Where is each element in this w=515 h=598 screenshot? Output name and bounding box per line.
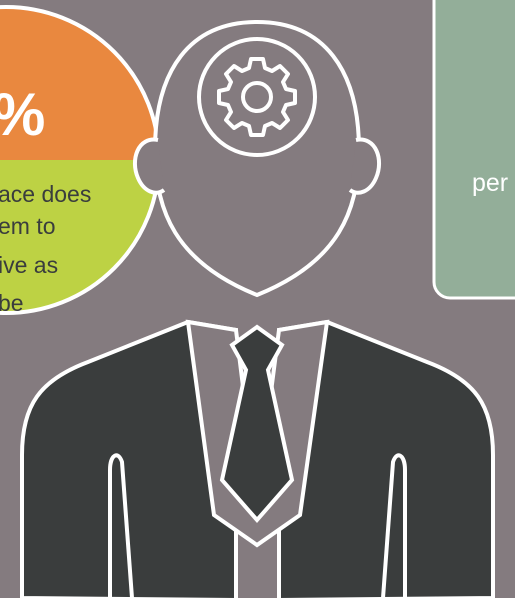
- left-ear: [132, 137, 166, 195]
- suit-left: [20, 319, 238, 598]
- stat-caption-line-1: ace does: [0, 181, 91, 207]
- stat-caption-line-4: be: [0, 290, 24, 316]
- right-ear: [348, 137, 382, 195]
- stat-caption-line-2: em to: [0, 213, 56, 239]
- gear-icon: [197, 37, 317, 157]
- info-card-panel: [432, 0, 515, 300]
- person-figure: [20, 19, 495, 598]
- stat-caption-line-3: ive as: [0, 252, 58, 278]
- stat-percent: %: [0, 81, 45, 148]
- info-card-text: per: [472, 169, 508, 197]
- necktie: [219, 324, 295, 524]
- info-card: per: [432, 0, 515, 300]
- head: [152, 19, 362, 298]
- right-arm-crease: [381, 453, 407, 598]
- left-arm-crease: [108, 453, 134, 598]
- suit-right: [277, 319, 495, 598]
